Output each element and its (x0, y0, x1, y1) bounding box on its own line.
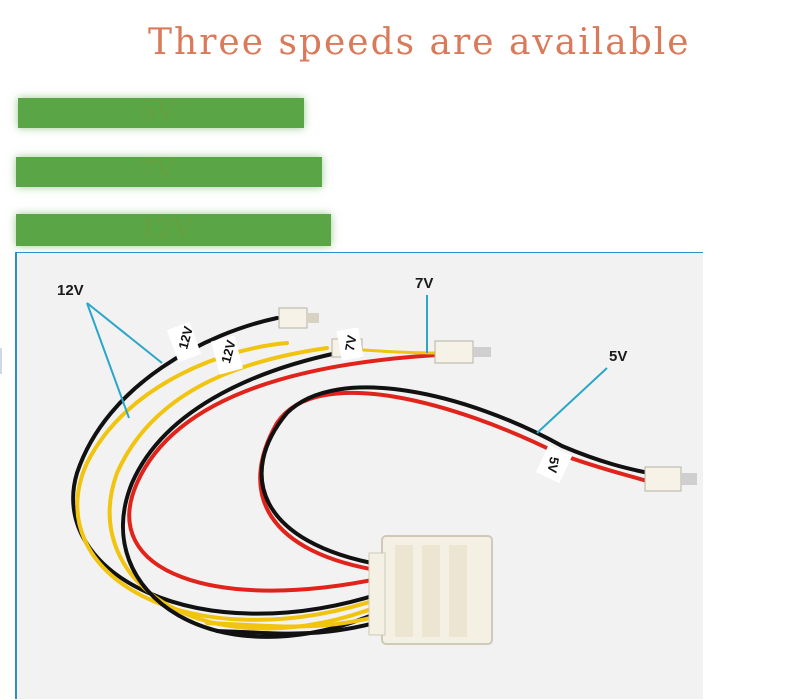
svg-text:5V: 5V (545, 456, 563, 475)
speed-bar-label: 7V (140, 155, 176, 185)
cable-photo-illustration: 12V 7V 5V 12V 12V 7V 5V (57, 275, 697, 645)
edge-mark (0, 348, 2, 374)
cable-tag: 5V (535, 444, 573, 484)
speed-bar-label: 5V (140, 96, 176, 126)
speed-bar-7v: 7V (16, 155, 322, 187)
speed-bar-5v: 5V (18, 96, 304, 128)
speed-bar-12v: 12V (16, 214, 331, 246)
callout-label-12v: 12V (57, 282, 84, 299)
fan-connector-7v-b (434, 340, 491, 364)
fan-connector-5v (644, 466, 697, 492)
callout-label-5v: 5V (609, 348, 627, 365)
cable-photo: 12V 7V 5V 12V 12V 7V 5V (15, 252, 703, 699)
cable-tag: 7V (336, 327, 364, 361)
wires (71, 316, 651, 639)
callout-lines (86, 295, 608, 434)
cable-tag: 12V (166, 321, 202, 363)
svg-text:7V: 7V (342, 334, 360, 353)
speed-bar-label: 12V (140, 214, 192, 244)
page-title: Three speeds are available (148, 22, 691, 63)
molex-connector (368, 535, 493, 645)
svg-text:12V: 12V (218, 338, 239, 365)
fan-connector-12v (278, 307, 319, 329)
svg-text:12V: 12V (175, 324, 196, 351)
callout-label-7v: 7V (415, 275, 433, 292)
cable-tag: 12V (211, 335, 243, 375)
